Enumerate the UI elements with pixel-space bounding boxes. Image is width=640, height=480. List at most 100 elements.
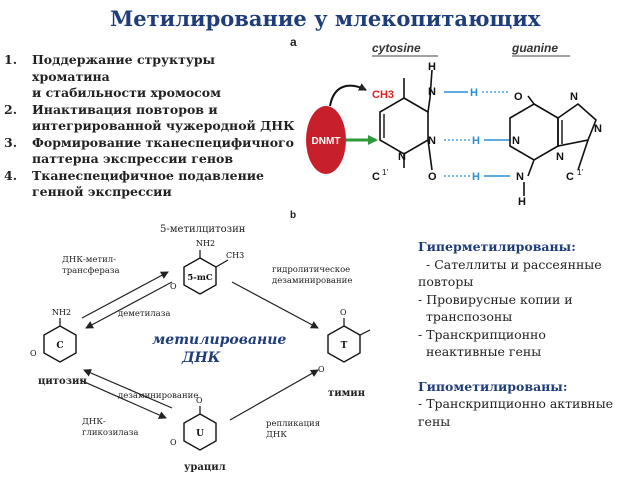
list-number: 1. <box>4 52 18 67</box>
cytosine-bond <box>427 97 431 113</box>
substituent-label: O <box>30 349 37 358</box>
substituent-label: O <box>170 438 177 447</box>
methylation-cycle-diagram: 5-метилцитозин 5-mC NH2 CH3 O C NH2 O ци… <box>30 224 371 473</box>
list-line: паттерна экспрессии генов <box>32 151 234 166</box>
methyl-group-label: CH3 <box>372 89 394 101</box>
atom-label: 1' <box>577 168 583 177</box>
methyl-transfer-arrow <box>329 83 367 107</box>
ring-bond <box>359 329 371 336</box>
atom-label: N <box>512 135 520 147</box>
list-line: Тканеспецифичное подавление <box>32 167 264 183</box>
atom-label: 1' <box>382 168 388 177</box>
list-number: 4. <box>4 167 18 183</box>
hydrolytic-deamination-label: дезаминирование <box>272 276 352 286</box>
atom-label: H <box>518 196 526 208</box>
substituent-label: O <box>170 282 177 291</box>
atom-label: N <box>556 151 564 163</box>
cytosine-bond <box>427 139 433 171</box>
hypomethylated-item: гены <box>418 413 451 429</box>
list-number: 3. <box>4 134 18 150</box>
atom-label: N <box>516 171 524 183</box>
guanine-five-ring <box>557 102 597 147</box>
demethylation-arrow <box>85 281 173 329</box>
panel-label: b <box>290 210 296 221</box>
cytosine-name: цитозин <box>38 376 87 387</box>
glycosylase-label: ДНК- <box>82 417 106 427</box>
deamination-arrow <box>231 281 319 329</box>
atom-label: H <box>472 135 480 147</box>
dnmt-enzyme-oval <box>306 106 346 174</box>
guanine-bond <box>577 139 589 171</box>
panel-label: a <box>290 35 297 49</box>
atom-label: N <box>594 123 602 135</box>
thymine-name: тимин <box>328 388 365 399</box>
deamination-label: дезаминирование <box>118 391 198 401</box>
atom-label: H <box>472 171 480 183</box>
hypermethylated-item: неактивные гены <box>426 344 542 359</box>
atom-label: C <box>566 171 574 183</box>
atom-label: O <box>428 171 437 183</box>
cycle-center-title: метилирование <box>152 332 286 348</box>
atom-label: C <box>372 171 380 183</box>
dnmt-arrow-label: ДНК-метил- <box>62 255 116 265</box>
base-pair-diagram: a cytosine guanine DNMT CH3 N H N N O C … <box>290 35 602 221</box>
guanine-bond <box>527 95 535 105</box>
hypomethylated-header: Гипометилированы: <box>418 378 568 394</box>
ring-bond <box>215 259 229 268</box>
atom-label: O <box>514 91 523 103</box>
substituent-label: O <box>318 365 325 374</box>
hypermethylated-item: - Транскрипционно <box>418 326 546 342</box>
glycosylase-arrow <box>83 369 173 409</box>
hypermethylated-item: транспозоны <box>426 309 513 324</box>
substituent-label: CH3 <box>226 251 244 260</box>
page-title: Метилирование у млекопитающих <box>110 6 541 31</box>
atom-label: N <box>428 135 436 147</box>
cytosine-ring <box>379 97 429 155</box>
thymine-ring-label: T <box>341 341 348 351</box>
hydrolytic-deamination-label: гидролитическое <box>272 265 350 275</box>
atom-label: N <box>428 86 436 98</box>
list-line: Формирование тканеспецифичного <box>32 134 295 150</box>
guanine-label: guanine <box>511 41 558 55</box>
demethylase-label: деметилаза <box>118 309 170 319</box>
dnmt-arrow-label: трансфераза <box>62 266 120 276</box>
substituent-label: O <box>196 396 203 405</box>
hypermethylated-header: Гиперметилированы: <box>418 239 576 254</box>
dnmt-label: DNMT <box>312 136 341 147</box>
list-number: 2. <box>4 101 18 117</box>
cytosine-label: cytosine <box>372 41 421 55</box>
guanine-bond <box>527 159 535 177</box>
list-line: Поддержание структуры хроматина <box>32 52 216 84</box>
methylation-arrow <box>81 271 169 319</box>
guanine-six-ring <box>509 103 559 161</box>
methylation-status-panel: Гиперметилированы: - Сателлиты и рассеян… <box>418 238 640 430</box>
list-line: и стабильности хромосом <box>32 85 221 100</box>
hypermethylated-item: - Сателлиты и рассеянные <box>426 256 602 272</box>
list-line: Инактивация повторов и <box>32 101 218 117</box>
cytosine-ring <box>43 325 77 363</box>
methylcytosine-ring-label: 5-mC <box>187 273 212 283</box>
uracil-ring-label: U <box>196 429 204 439</box>
replication-label: репликация <box>266 419 320 429</box>
atom-label: N <box>570 91 578 103</box>
hypermethylated-item: повторы <box>418 274 474 289</box>
substituent-label: NH2 <box>52 308 71 317</box>
substituent-label: NH2 <box>196 239 215 248</box>
list-line: интегрированной чужеродной ДНК <box>32 118 295 133</box>
atom-label: N <box>398 151 406 163</box>
list-line: генной экспрессии <box>32 184 172 199</box>
atom-label: H <box>470 87 478 99</box>
cytosine-ring-label: C <box>56 341 63 351</box>
cyt-deamination-arrow <box>79 379 167 419</box>
methylcytosine-name: 5-метилцитозин <box>160 224 246 235</box>
hypermethylated-item: - Провирусные копии и <box>418 291 573 307</box>
cytosine-bond <box>429 69 433 99</box>
atom-label: H <box>428 61 436 73</box>
glycosylase-label: гликозилаза <box>82 428 138 438</box>
